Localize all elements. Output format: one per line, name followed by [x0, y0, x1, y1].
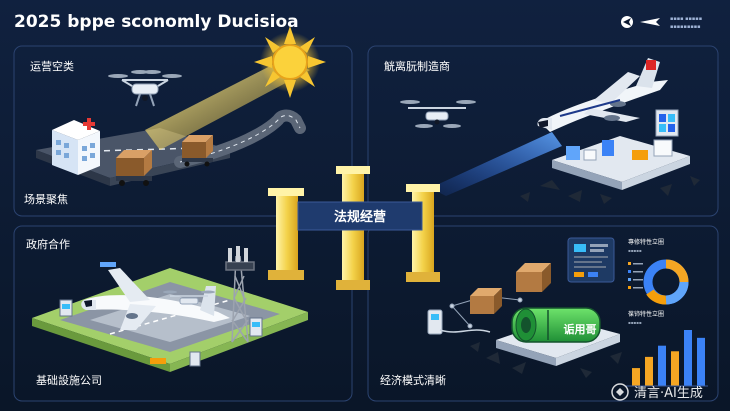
sun-icon: [254, 26, 326, 98]
bar-6: [697, 337, 705, 386]
drone-icon: [108, 70, 182, 107]
plane-logo-icon: [640, 18, 660, 26]
bar-5: [684, 330, 692, 386]
bar-3: [658, 345, 666, 386]
blue-light-beam: [430, 132, 562, 196]
dashboard-top-subtitle: ▪▪▪▪▪: [628, 248, 642, 253]
charging-station-icon: [427, 309, 491, 335]
delivery-robot-2: [182, 135, 213, 167]
panel-label-economy: 经济模式清晰: [380, 373, 446, 387]
dashboard-bottom-subtitle: ▪▪▪▪▪: [628, 320, 642, 325]
watermark: 清言·AI生成: [611, 383, 703, 401]
cell-tower-icon: [225, 246, 255, 343]
donut-chart: [643, 259, 689, 305]
donut-legend: [628, 262, 643, 289]
page-title: 2025 bppe sconomly Ducisioa: [14, 12, 299, 32]
bar-4: [671, 351, 679, 386]
dashboard-bottom-title: 葆铈特性立圈: [628, 310, 664, 318]
debris: [520, 176, 700, 204]
panel-frames: [13, 45, 719, 402]
left-pillar: [268, 188, 304, 280]
delivery-robot-1: [116, 150, 152, 186]
hospital-building: [52, 118, 100, 175]
battery-icon: 诟用哥: [511, 307, 601, 343]
dashboard-top-title: 專修特性立圈: [628, 238, 664, 246]
debris-2: [470, 342, 622, 378]
brand-line-1: ▪▪▪▪ ▪▪▪▪▪: [670, 16, 702, 22]
watermark-text: 清言·AI生成: [634, 386, 703, 401]
medical-cross-icon: [83, 118, 95, 130]
regulation-banner: 法规经营: [297, 201, 423, 231]
tablet-widget: [567, 237, 615, 283]
bar-1: [632, 368, 640, 386]
battery-label: 诟用哥: [564, 322, 597, 336]
airplane-icon: [537, 58, 668, 132]
drone-icon-2: [400, 100, 476, 128]
brand-logo: ▪▪▪▪ ▪▪▪▪▪ ▪▪▪▪▪▪▪▪▪: [621, 16, 702, 30]
panel-label-operations: 运营空类: [30, 59, 74, 73]
airplane-icon-2: [81, 262, 230, 330]
package-box-1: [470, 288, 502, 314]
bar-chart: [632, 330, 705, 386]
package-box-2: [516, 263, 551, 292]
factory-floor: [552, 109, 690, 190]
middle-pillar: [336, 166, 370, 290]
panel-sublabel-scenario: 场景聚焦: [24, 192, 68, 206]
panel-sublabel-infrastructure: 基础設施公司: [36, 373, 102, 387]
watermark-logo-icon: [611, 383, 629, 401]
bar-2: [645, 356, 653, 386]
airport-platform: [32, 268, 308, 372]
brand-line-2: ▪▪▪▪▪▪▪▪▪: [670, 24, 701, 30]
panel-label-government: 政府合作: [26, 237, 70, 251]
drone-icon-3: [163, 290, 215, 305]
panel-label-manufacturer: 觥离朊制造商: [384, 59, 450, 73]
center-label: 法规经营: [334, 209, 386, 225]
